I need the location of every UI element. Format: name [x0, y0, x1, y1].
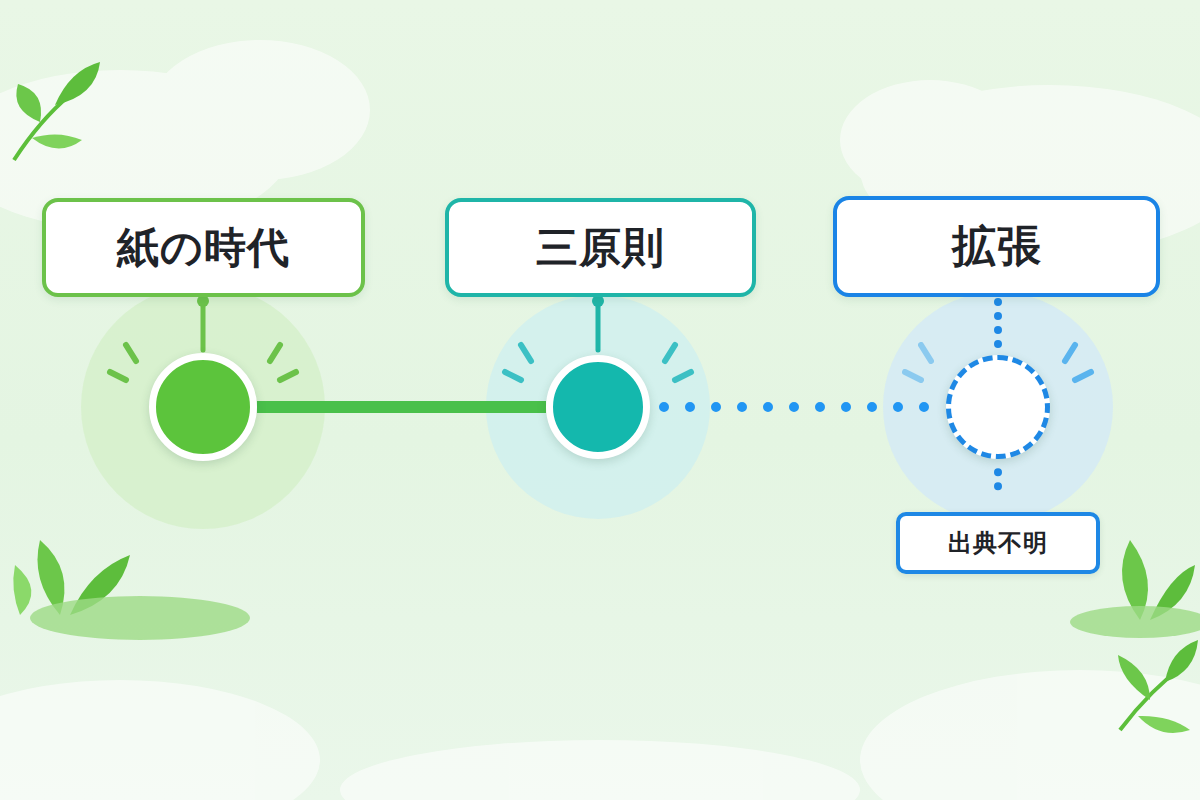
node-text: 三原則	[536, 220, 665, 276]
halos	[81, 285, 1113, 529]
note-box: 出典不明	[896, 512, 1100, 574]
timeline-point: 拡張	[946, 355, 1050, 459]
heading-box: 拡張	[833, 196, 1160, 297]
clouds	[0, 40, 1200, 800]
heading-box: 三原則	[445, 198, 756, 297]
node-text: 出典不明	[948, 527, 1048, 559]
timeline-point: 三原則	[546, 355, 650, 459]
leaves	[13, 62, 1200, 733]
node-text: 紙の時代	[117, 220, 290, 276]
timeline-line	[257, 401, 546, 413]
dotted-connector	[994, 472, 1002, 499]
heading-box: 紙の時代	[42, 198, 365, 297]
node-text: 拡張	[952, 217, 1042, 276]
timeline-point: 紙の時代	[149, 353, 257, 461]
stems	[197, 295, 998, 352]
dotted-connector	[664, 402, 932, 412]
